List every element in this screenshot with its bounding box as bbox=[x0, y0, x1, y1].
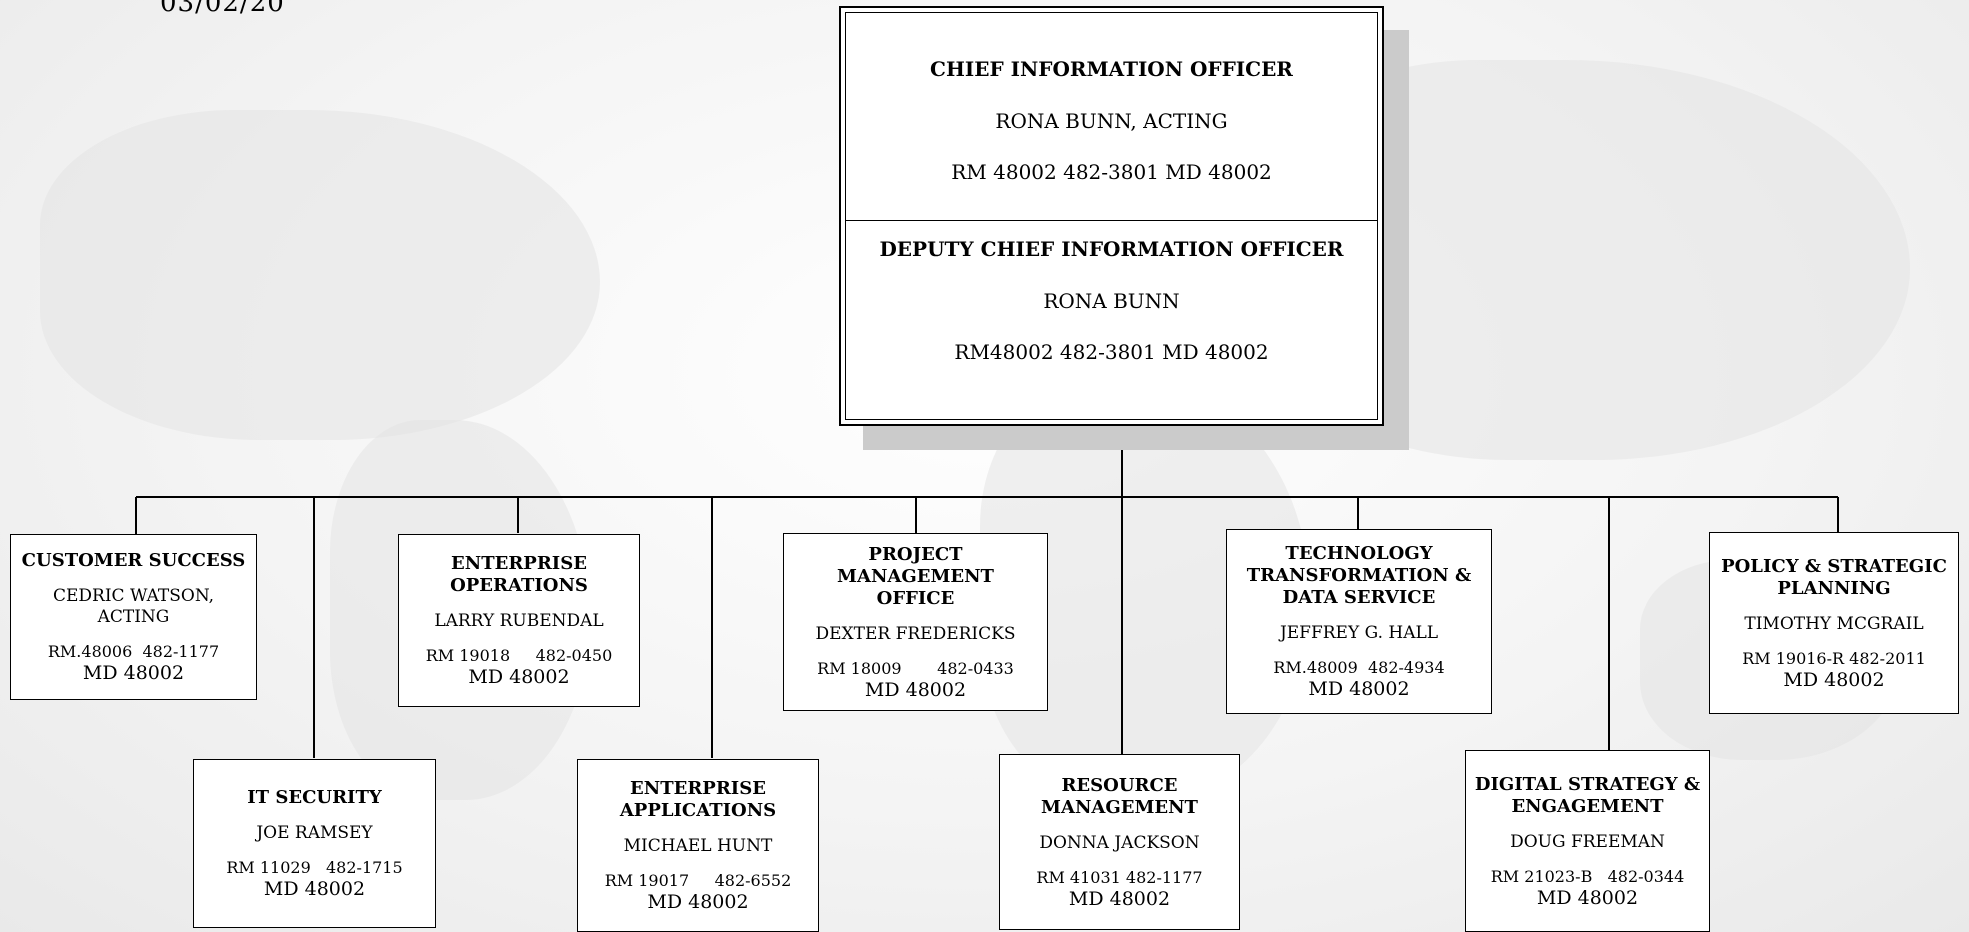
unit-mail-drop: MD 48002 bbox=[864, 678, 967, 701]
unit-enterprise-applications: ENTERPRISE APPLICATIONS MICHAEL HUNT RM … bbox=[577, 759, 819, 932]
unit-room-phone: RM.48009 482-4934 bbox=[1273, 658, 1445, 677]
unit-leader: DOUG FREEMAN bbox=[1510, 831, 1665, 852]
unit-leader: MICHAEL HUNT bbox=[623, 836, 773, 856]
unit-customer-success: CUSTOMER SUCCESS CEDRIC WATSON, ACTING R… bbox=[10, 534, 257, 700]
unit-mail-drop: MD 48002 bbox=[82, 662, 185, 684]
deputy-name: RONA BUNN bbox=[1043, 289, 1180, 313]
deputy-title: DEPUTY CHIEF INFORMATION OFFICER bbox=[879, 237, 1344, 261]
unit-enterprise-operations: ENTERPRISE OPERATIONS LARRY RUBENDAL RM … bbox=[398, 534, 640, 707]
unit-mail-drop: MD 48002 bbox=[1783, 668, 1885, 691]
unit-title: TECHNOLOGY TRANSFORMATION & DATA SERVICE bbox=[1246, 543, 1472, 608]
unit-mail-drop: MD 48002 bbox=[647, 891, 749, 913]
unit-room-phone: RM 18009 482-0433 bbox=[817, 658, 1014, 678]
cio-divider bbox=[846, 220, 1377, 221]
chart-date: 03/02/20 bbox=[160, 0, 285, 18]
unit-room-phone: RM 11029 482-1715 bbox=[226, 858, 403, 877]
unit-title: IT SECURITY bbox=[247, 787, 382, 808]
unit-policy-strategic-planning: POLICY & STRATEGIC PLANNING TIMOTHY MCGR… bbox=[1709, 532, 1959, 714]
cio-box: CHIEF INFORMATION OFFICER RONA BUNN, ACT… bbox=[839, 6, 1384, 426]
cio-title: CHIEF INFORMATION OFFICER bbox=[930, 57, 1293, 81]
cio-contact: RM 48002 482-3801 MD 48002 bbox=[951, 160, 1272, 184]
unit-room-phone: RM.48006 482-1177 bbox=[47, 642, 220, 661]
deputy-contact: RM48002 482-3801 MD 48002 bbox=[954, 340, 1269, 364]
unit-resource-management: RESOURCE MANAGEMENT DONNA JACKSON RM 410… bbox=[999, 754, 1240, 930]
unit-technology-transformation: TECHNOLOGY TRANSFORMATION & DATA SERVICE… bbox=[1226, 529, 1492, 714]
unit-leader: JOE RAMSEY bbox=[256, 823, 373, 843]
unit-title: ENTERPRISE APPLICATIONS bbox=[619, 778, 777, 821]
map-background bbox=[40, 110, 600, 440]
unit-leader: JEFFREY G. HALL bbox=[1279, 623, 1439, 643]
unit-leader: DONNA JACKSON bbox=[1039, 832, 1200, 853]
unit-mail-drop: MD 48002 bbox=[263, 878, 366, 900]
unit-leader: CEDRIC WATSON, ACTING bbox=[52, 586, 215, 627]
unit-room-phone: RM 41031 482-1177 bbox=[1036, 867, 1203, 887]
unit-digital-strategy: DIGITAL STRATEGY & ENGAGEMENT DOUG FREEM… bbox=[1465, 750, 1710, 932]
unit-title: CUSTOMER SUCCESS bbox=[21, 550, 246, 571]
unit-project-management-office: PROJECT MANAGEMENT OFFICE DEXTER FREDERI… bbox=[783, 533, 1048, 711]
cio-name: RONA BUNN, ACTING bbox=[995, 109, 1228, 133]
unit-room-phone: RM 19016-R 482-2011 bbox=[1742, 648, 1926, 668]
unit-title: PROJECT MANAGEMENT OFFICE bbox=[837, 543, 994, 609]
unit-title: POLICY & STRATEGIC PLANNING bbox=[1721, 555, 1947, 599]
unit-leader: TIMOTHY MCGRAIL bbox=[1744, 613, 1924, 634]
unit-room-phone: RM 19018 482-0450 bbox=[425, 646, 613, 665]
unit-title: ENTERPRISE OPERATIONS bbox=[450, 553, 588, 596]
unit-mail-drop: MD 48002 bbox=[1068, 887, 1171, 910]
unit-mail-drop: MD 48002 bbox=[1536, 886, 1639, 909]
unit-mail-drop: MD 48002 bbox=[1308, 678, 1410, 700]
unit-room-phone: RM 19017 482-6552 bbox=[604, 871, 792, 890]
unit-room-phone: RM 21023-B 482-0344 bbox=[1490, 866, 1685, 886]
unit-title: DIGITAL STRATEGY & ENGAGEMENT bbox=[1474, 773, 1701, 817]
unit-title: RESOURCE MANAGEMENT bbox=[1041, 774, 1198, 818]
unit-it-security: IT SECURITY JOE RAMSEY RM 11029 482-1715… bbox=[193, 759, 436, 928]
unit-leader: DEXTER FREDERICKS bbox=[815, 623, 1016, 644]
unit-leader: LARRY RUBENDAL bbox=[434, 611, 604, 631]
unit-mail-drop: MD 48002 bbox=[468, 666, 570, 688]
